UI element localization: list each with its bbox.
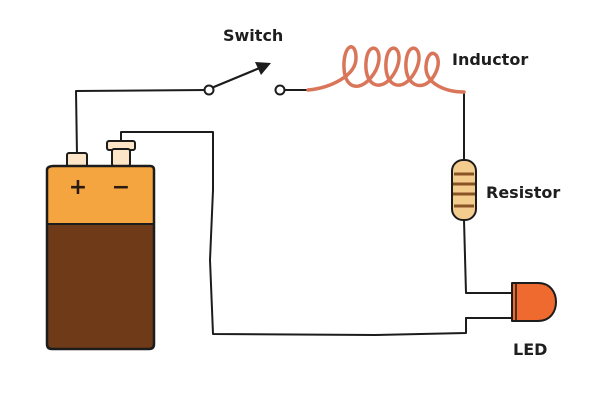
wire-battery-plus-to-switch (75, 89, 208, 156)
switch-lever (207, 65, 264, 91)
resistor (451, 159, 477, 221)
led-label: LED (513, 340, 547, 359)
battery: + − (45, 140, 156, 351)
battery-minus-terminal-post (111, 148, 131, 167)
battery-bottom-section (47, 224, 154, 349)
switch-label: Switch (223, 26, 283, 45)
inductor-label: Inductor (452, 50, 528, 69)
resistor-label: Resistor (486, 183, 560, 202)
wire-resistor-to-led (463, 219, 513, 294)
inductor-coil (306, 45, 466, 94)
resistor-body (451, 159, 477, 221)
battery-outline (45, 164, 156, 351)
led-body (511, 282, 557, 322)
battery-top-section (47, 166, 154, 224)
battery-minus-sign: − (112, 175, 130, 200)
battery-plus-sign: + (69, 175, 87, 200)
wires (75, 89, 513, 336)
switch-contact-terminal (274, 84, 286, 96)
switch-pivot-terminal (203, 84, 215, 96)
switch (203, 62, 286, 96)
led (511, 282, 557, 322)
inductor (306, 45, 466, 94)
wire-battery-minus-to-bottom (120, 131, 467, 336)
switch-lever-arrowhead (255, 62, 271, 75)
